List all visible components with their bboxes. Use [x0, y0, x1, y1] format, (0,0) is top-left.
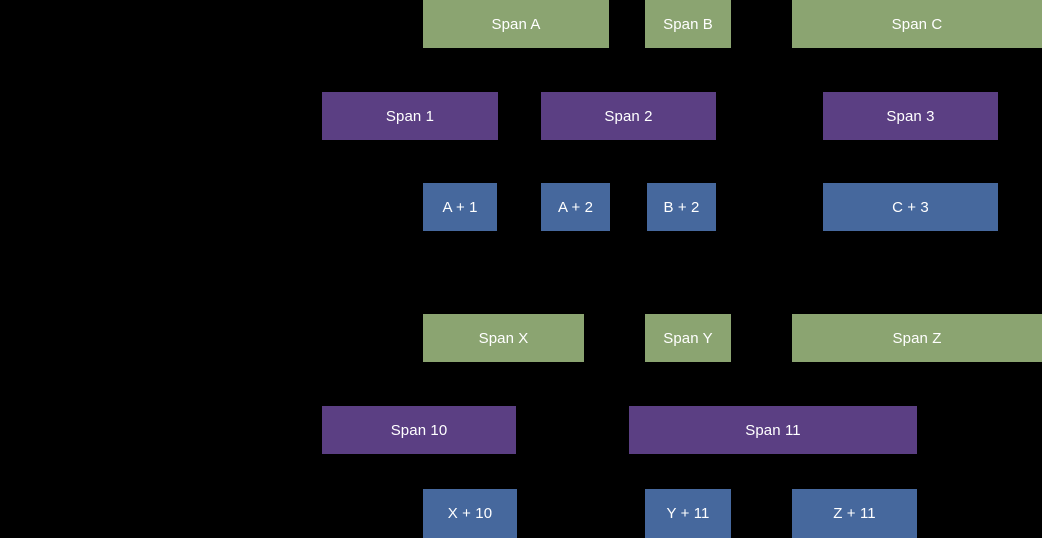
span-bar-label: Span Z: [892, 329, 942, 347]
span-bar[interactable]: Span Z: [792, 314, 1042, 362]
span-bar[interactable]: Span 11: [629, 406, 917, 454]
span-bar-label: Span 11: [745, 421, 801, 439]
span-bar-label: X + 10: [447, 505, 493, 522]
span-bar[interactable]: Z + 11: [792, 489, 917, 538]
span-bar[interactable]: Y + 11: [645, 489, 731, 538]
span-bar[interactable]: Span X: [423, 314, 584, 362]
span-bar[interactable]: X + 10: [423, 489, 517, 538]
row-purple-lower: Span 10 Span 11: [0, 406, 1042, 454]
span-bar-label: Span X: [478, 329, 529, 347]
span-bar-label: Y + 11: [666, 505, 710, 522]
row-green-lower: Span X Span Y Span Z: [0, 314, 1042, 362]
span-bar[interactable]: Span 10: [322, 406, 516, 454]
span-bar-label: Span 10: [390, 421, 448, 439]
row-blue-lower: X + 10 Y + 11 Z + 11: [0, 489, 1042, 538]
span-bar[interactable]: Span Y: [645, 314, 731, 362]
span-bar-label: Span Y: [663, 329, 713, 347]
span-bar-label: Z + 11: [833, 505, 876, 522]
